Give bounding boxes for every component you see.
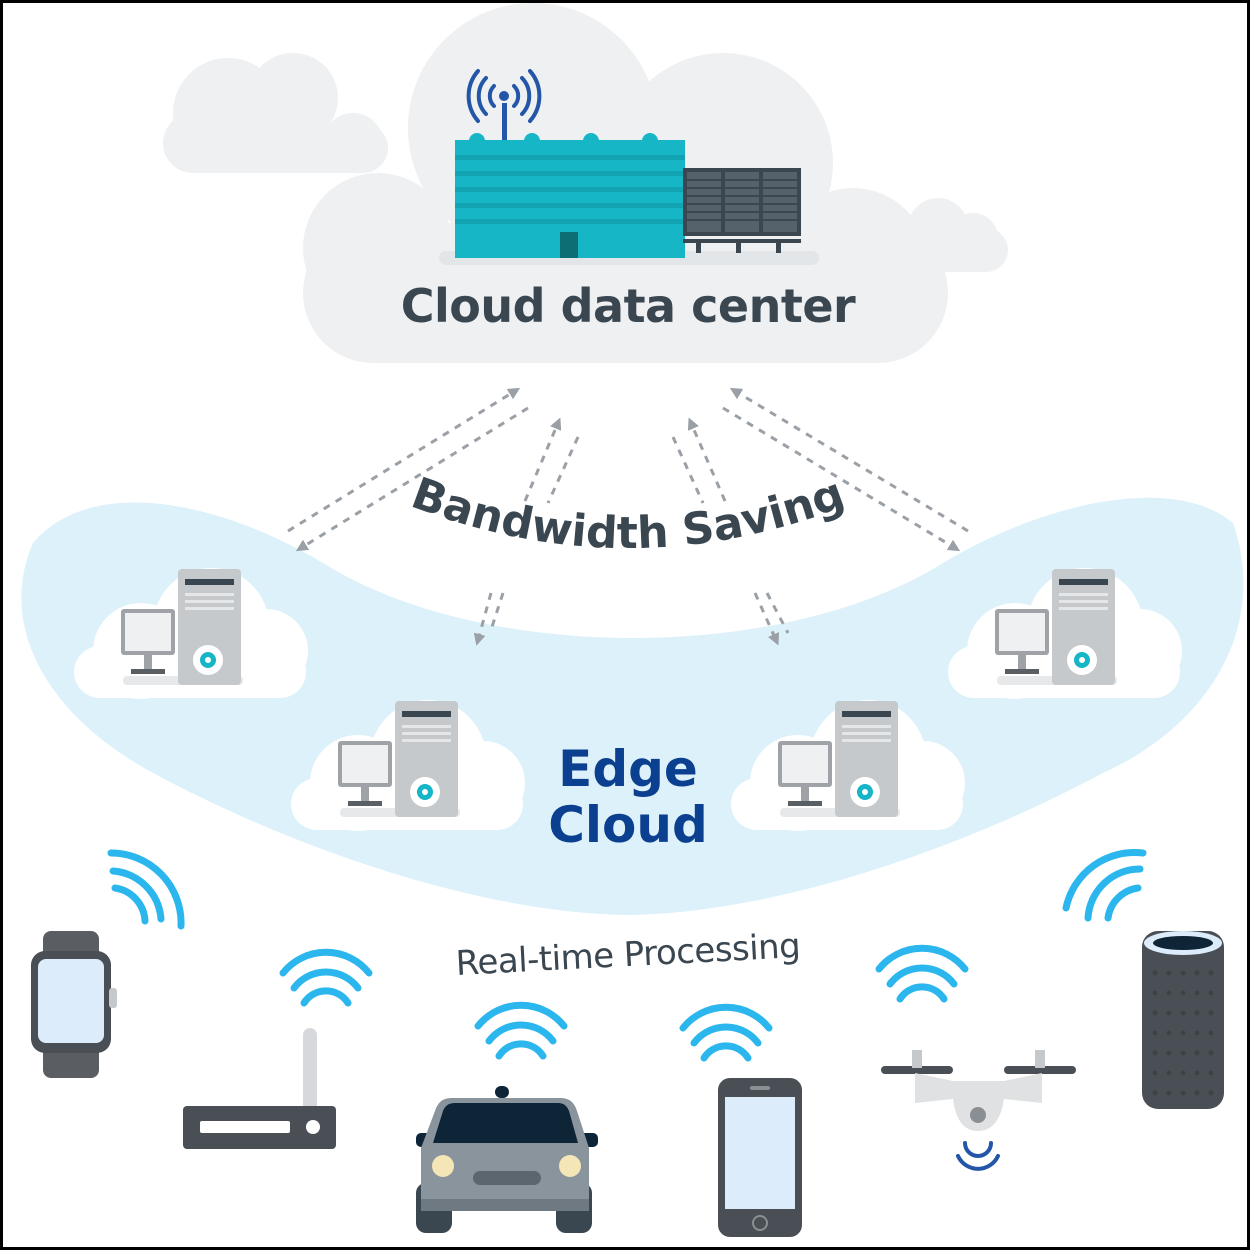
wifi-icon bbox=[107, 849, 185, 930]
edge-label-line2: Cloud bbox=[548, 796, 708, 854]
smartphone-icon bbox=[718, 1078, 802, 1237]
antenna-icon bbox=[466, 69, 542, 123]
cloud-data-center-label: Cloud data center bbox=[400, 279, 856, 333]
server-computer-icon bbox=[121, 569, 243, 685]
datacenter-building-icon bbox=[439, 69, 819, 265]
wifi-icon bbox=[474, 1001, 568, 1060]
edge-node-3 bbox=[731, 700, 965, 831]
server-computer-icon bbox=[338, 701, 460, 817]
wifi-icon bbox=[279, 948, 373, 1007]
edge-cloud-label: Edge Cloud bbox=[503, 741, 753, 853]
car-icon bbox=[416, 1086, 598, 1233]
server-computer-icon bbox=[778, 701, 900, 817]
background-cloud-left-icon bbox=[163, 53, 388, 173]
wifi-icon bbox=[875, 944, 969, 1003]
bandwidth-saving-label: Bandwidth Saving bbox=[405, 468, 851, 559]
server-computer-icon bbox=[995, 569, 1117, 685]
edge-label-line1: Edge bbox=[558, 740, 698, 798]
diagram-graphics: Bandwidth Saving bbox=[21, 3, 1244, 1237]
wifi-icon bbox=[1062, 848, 1147, 922]
edge-node-2 bbox=[291, 700, 525, 831]
wifi-icon bbox=[679, 1003, 773, 1062]
drone-icon bbox=[881, 1050, 1076, 1171]
edge-node-1 bbox=[74, 568, 308, 699]
bandwidth-arrows bbox=[287, 387, 969, 646]
smart-speaker-icon bbox=[1142, 931, 1224, 1109]
edge-node-4 bbox=[948, 568, 1182, 699]
smartwatch-icon bbox=[31, 931, 117, 1078]
router-icon bbox=[183, 1028, 336, 1149]
server-rack-icon bbox=[683, 168, 801, 253]
